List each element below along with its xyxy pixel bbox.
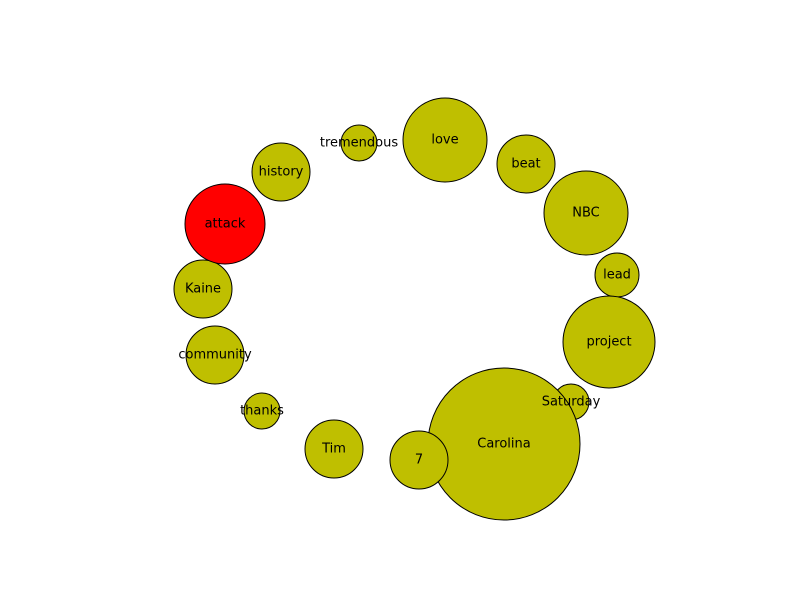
bubble-label: lead bbox=[603, 268, 631, 283]
bubble-attack bbox=[184, 183, 266, 265]
bubble-label: Saturday bbox=[542, 395, 601, 410]
bubble-project bbox=[562, 295, 656, 389]
bubble-label: attack bbox=[205, 217, 246, 232]
bubble-thanks bbox=[243, 392, 281, 430]
bubble-community bbox=[185, 325, 245, 385]
bubble-label: project bbox=[586, 335, 631, 350]
bubble-label: love bbox=[431, 133, 458, 148]
bubble-label: Tim bbox=[321, 442, 346, 457]
bubble-layer bbox=[173, 97, 656, 521]
bubble-nbc bbox=[543, 170, 629, 256]
bubble-love bbox=[402, 97, 488, 183]
bubble-label: Carolina bbox=[477, 437, 531, 452]
bubble-label: NBC bbox=[572, 206, 600, 221]
bubble-label: Kaine bbox=[185, 282, 221, 297]
bubble-beat bbox=[496, 134, 556, 194]
bubble-history bbox=[251, 142, 311, 202]
bubble-label: thanks bbox=[240, 404, 284, 419]
bubble-label: community bbox=[178, 348, 252, 363]
bubble-tremendous bbox=[340, 124, 378, 162]
bubble-label: history bbox=[259, 165, 304, 180]
bubble-label: 7 bbox=[415, 453, 423, 468]
bubble-tim bbox=[304, 419, 364, 479]
bubble-7 bbox=[389, 430, 449, 490]
bubble-label: beat bbox=[511, 157, 540, 172]
bubble-kaine bbox=[173, 259, 233, 319]
bubble-label: tremendous bbox=[320, 136, 399, 151]
